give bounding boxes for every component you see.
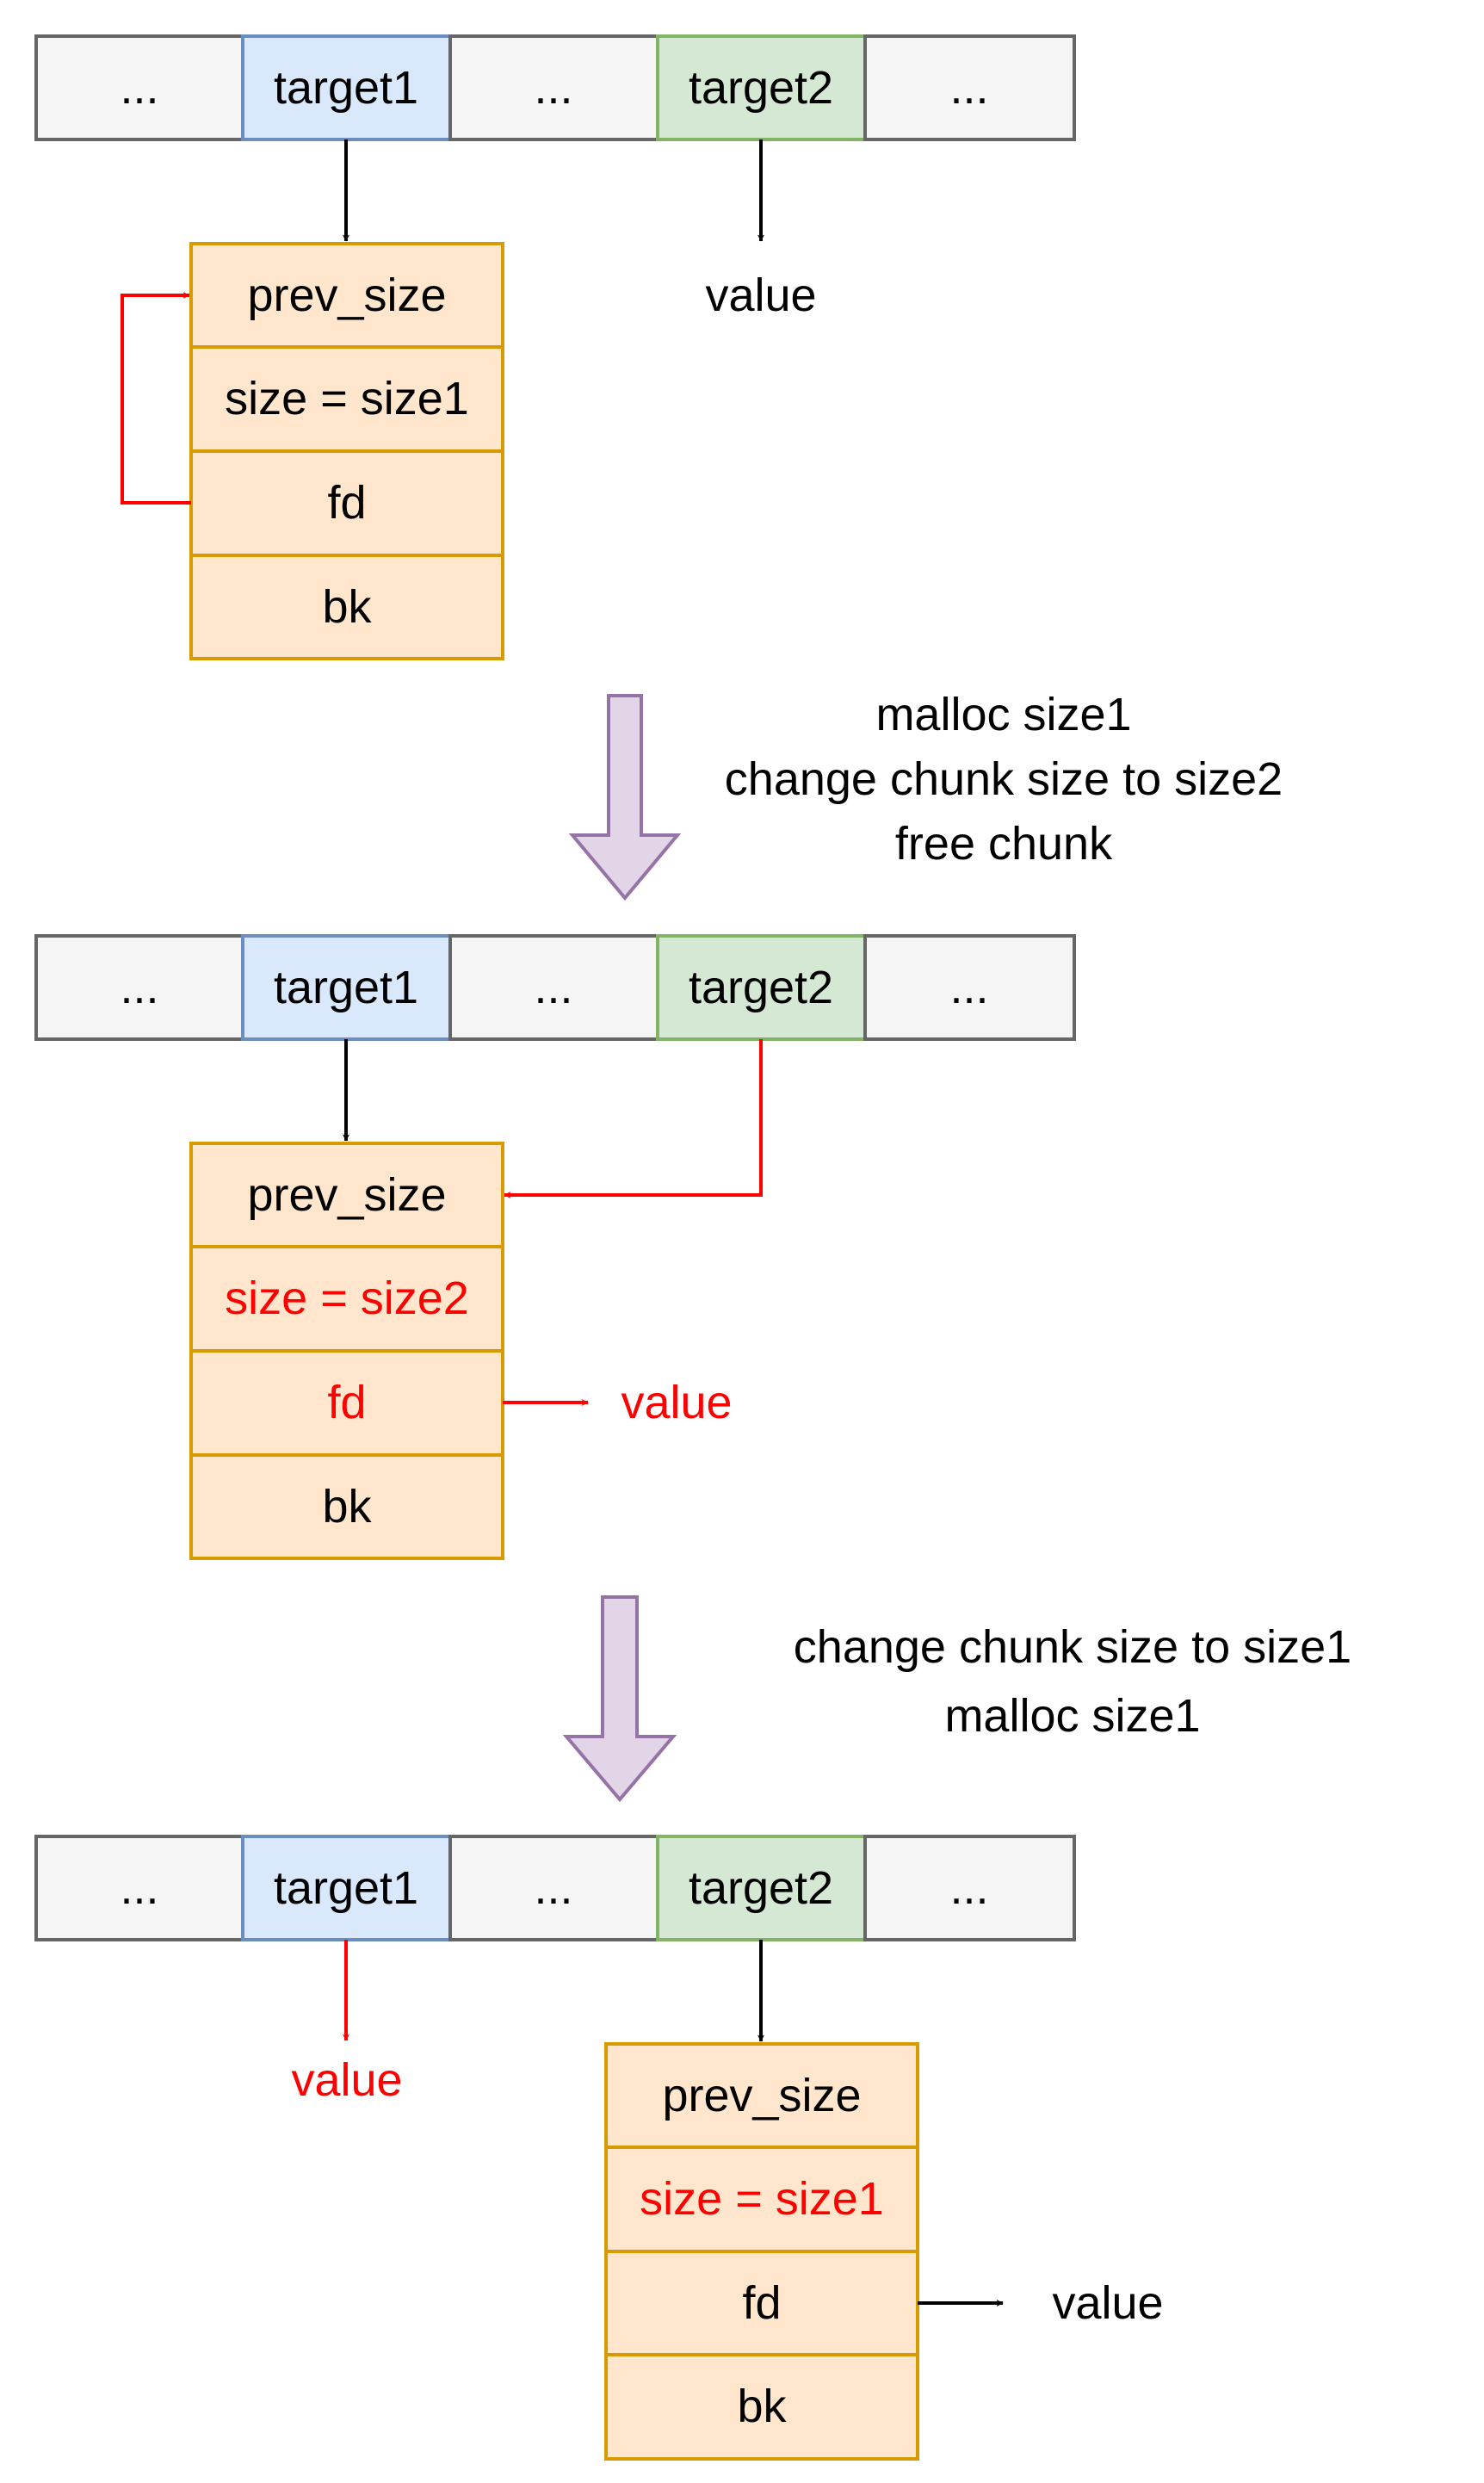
chunk-field-label: size = size1 xyxy=(640,2173,884,2225)
fd-value-label: value xyxy=(1052,2277,1163,2329)
target1-cell xyxy=(241,934,452,1041)
target2-value-label: value xyxy=(705,269,816,321)
chunk-field-bk xyxy=(189,554,504,660)
transition-2: change chunk size to size1 malloc size1 xyxy=(562,1595,1351,1803)
transition-step: malloc size1 xyxy=(944,1690,1200,1742)
chunk-field-size xyxy=(189,345,504,453)
memory-cell xyxy=(863,1835,1076,1941)
memory-cell-label: ... xyxy=(534,962,572,1013)
memory-cell-label: ... xyxy=(534,62,572,114)
memory-row: ... target1 ... target2 ... xyxy=(34,934,1076,1041)
chunk-field-label: fd xyxy=(327,1377,366,1428)
chunk-field-bk xyxy=(604,2353,919,2461)
memory-cell xyxy=(448,34,659,141)
chunk-field-label: size = size2 xyxy=(225,1272,469,1324)
chunk-field-label: prev_size xyxy=(247,1169,446,1221)
target1-value-label: value xyxy=(291,2054,402,2106)
memory-cell xyxy=(863,934,1076,1041)
transition-step: change chunk size to size1 xyxy=(794,1621,1351,1673)
memory-row: ... target1 ... target2 ... xyxy=(34,34,1076,141)
transition-step: malloc size1 xyxy=(875,689,1131,740)
chunk-field-prev-size xyxy=(189,1142,504,1248)
transition-step: change chunk size to size2 xyxy=(725,753,1283,805)
chunk: prev_size size = size1 fd bk xyxy=(604,2042,919,2461)
chunk-field-fd xyxy=(189,1349,504,1457)
fd-self-loop-arrow xyxy=(121,292,191,505)
stage-3: ... target1 ... target2 ... value prev_s… xyxy=(34,1835,1164,2461)
down-arrow-icon xyxy=(562,1595,677,1803)
chunk-field-label: prev_size xyxy=(662,2070,861,2121)
target2-pointer-arrow xyxy=(504,1039,763,1198)
chunk-field-label: size = size1 xyxy=(225,373,469,424)
memory-cell-label: ... xyxy=(949,962,988,1013)
memory-cell xyxy=(448,934,659,1041)
stage-1: ... target1 ... target2 ... value prev_s… xyxy=(34,34,1076,660)
memory-cell-label: ... xyxy=(120,62,158,114)
target1-label: target1 xyxy=(274,1862,418,1914)
memory-cell-label: ... xyxy=(120,962,158,1013)
chunk-field-label: prev_size xyxy=(247,269,446,321)
chunk-field-fd xyxy=(604,2250,919,2356)
target1-label: target1 xyxy=(274,962,418,1013)
target1-label: target1 xyxy=(274,62,418,114)
chunk-field-size xyxy=(604,2146,919,2253)
memory-row: ... target1 ... target2 ... xyxy=(34,1835,1076,1941)
chunk-field-label: bk xyxy=(737,2381,787,2432)
fd-value-label: value xyxy=(621,1377,732,1428)
target1-cell xyxy=(241,1835,452,1941)
memory-cell-label: ... xyxy=(534,1862,572,1914)
target2-cell xyxy=(656,1835,867,1941)
memory-cell xyxy=(34,934,244,1041)
memory-cell xyxy=(34,34,244,141)
target2-label: target2 xyxy=(689,962,833,1013)
chunk-field-prev-size xyxy=(604,2042,919,2149)
memory-cell xyxy=(34,1835,244,1941)
chunk-field-label: fd xyxy=(742,2277,781,2329)
chunk-field-label: fd xyxy=(327,477,366,529)
chunk: prev_size size = size1 fd bk xyxy=(189,242,504,660)
chunk: prev_size size = size2 fd bk xyxy=(189,1142,504,1560)
transition-1: malloc size1 change chunk size to size2 … xyxy=(568,689,1283,901)
memory-cell xyxy=(448,1835,659,1941)
transition-step: free chunk xyxy=(895,818,1113,870)
chunk-field-bk xyxy=(189,1453,504,1560)
down-arrow-icon xyxy=(568,694,682,901)
chunk-field-size xyxy=(189,1245,504,1353)
memory-cell xyxy=(863,34,1076,141)
target2-label: target2 xyxy=(689,1862,833,1914)
memory-cell-label: ... xyxy=(949,62,988,114)
target2-label: target2 xyxy=(689,62,833,114)
target1-cell xyxy=(241,34,452,141)
chunk-field-label: bk xyxy=(322,1481,372,1533)
memory-cell-label: ... xyxy=(949,1862,988,1914)
chunk-field-prev-size xyxy=(189,242,504,349)
memory-cell-label: ... xyxy=(120,1862,158,1914)
stage-2: ... target1 ... target2 ... prev_size si… xyxy=(34,934,1076,1560)
chunk-field-label: bk xyxy=(322,581,372,633)
